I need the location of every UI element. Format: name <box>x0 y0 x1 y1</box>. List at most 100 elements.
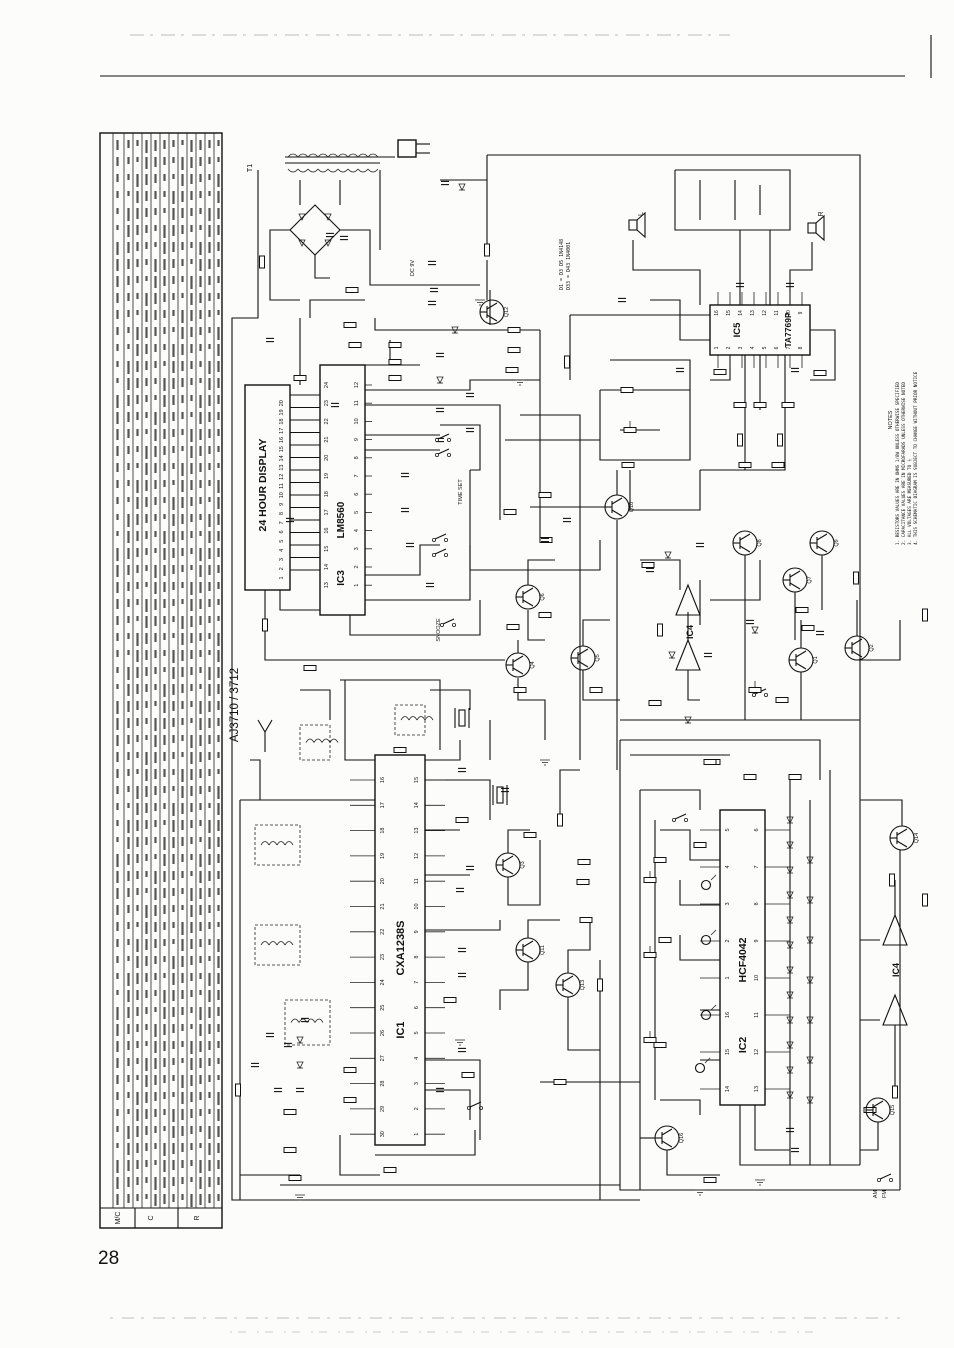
crystal-icon <box>458 709 466 727</box>
ic2-pin-number: 3 <box>725 902 731 905</box>
ic3-pin-number: 4 <box>354 529 360 532</box>
transistor-label: Q8 <box>757 539 763 546</box>
coil-winding <box>313 738 323 743</box>
ic1-pin-number: 29 <box>380 1106 386 1112</box>
ic1-pin-number: 20 <box>380 878 386 884</box>
diode-icon <box>786 991 794 999</box>
ic2-pin-number: 4 <box>725 865 731 868</box>
wire <box>660 1099 701 1115</box>
switch-contact <box>752 693 757 698</box>
resistor-icon <box>653 857 667 863</box>
coil-winding <box>314 1018 324 1023</box>
transistor-label: Q7 <box>807 576 813 583</box>
resistor-icon <box>813 370 827 376</box>
ic1-pin-number: 2 <box>414 1107 420 1110</box>
if-transformer-icon <box>299 724 331 761</box>
diode-icon <box>458 183 466 191</box>
diode-note-line-1: D1 = D3 D5 1N4148 <box>559 239 565 290</box>
ic2-package <box>719 809 766 1106</box>
transistor-emitter <box>789 582 801 590</box>
ic5-pin-number: 13 <box>750 310 756 316</box>
wire <box>507 840 541 906</box>
snooze-switch-label: SNOOZE <box>436 618 442 642</box>
transistor-collector <box>851 638 863 646</box>
ic2-pin-number: 16 <box>725 1012 731 1018</box>
resistor-icon <box>539 537 553 543</box>
transistor-collector <box>562 975 574 983</box>
coil-winding <box>260 941 270 946</box>
resistor-icon <box>737 433 743 447</box>
transformer-primary-coil <box>317 153 329 158</box>
diode-icon <box>664 551 672 559</box>
ic2-pin-number: 14 <box>725 1086 731 1092</box>
ic5-pin-number: 15 <box>726 310 732 316</box>
ic5-pin-number: 2 <box>726 346 732 349</box>
wire <box>425 1089 471 1120</box>
switch-contact <box>466 1106 471 1111</box>
diode-icon <box>806 1056 814 1064</box>
labels: AJ3710 / 3712 24 HOUR DISPLAY IC3 LM8560… <box>229 164 919 1198</box>
ic5-pin-number: 4 <box>750 346 756 349</box>
resistor-icon <box>733 402 747 408</box>
transistor-label: Q13 <box>580 980 586 990</box>
note-3: 3. ALL VOLTAGES ARE MEASURED TO ⏚ <box>907 458 913 545</box>
wire <box>527 919 560 938</box>
coil-winding <box>284 841 294 846</box>
wire <box>365 379 540 391</box>
diode-icon <box>786 841 794 849</box>
display-pin-number: 9 <box>279 503 285 506</box>
wire <box>250 759 261 800</box>
rectifier-diode-icon <box>298 213 306 221</box>
wire <box>349 600 481 636</box>
diode-icon <box>786 1016 794 1024</box>
ic2-pin-number: 15 <box>725 1049 731 1055</box>
display-pin-number: 15 <box>279 446 285 452</box>
wire <box>527 610 545 641</box>
ic3-pin-number: 17 <box>324 509 330 515</box>
parts-table-header-r: R <box>194 1215 201 1220</box>
resistor-icon <box>620 387 634 393</box>
wire <box>430 689 471 710</box>
ic5-pin-number: 10 <box>786 310 792 316</box>
time-set-switch-label: TIME SET <box>458 479 464 505</box>
display-pin-number: 11 <box>279 483 285 489</box>
resistor-icon <box>235 1083 241 1097</box>
ic1-pin-number: 4 <box>414 1057 420 1060</box>
note-2: 2. CAPACITANCE VALUES ARE IN MICROFARADS… <box>901 382 907 545</box>
ic5-pin-number: 6 <box>774 346 780 349</box>
wire <box>499 962 529 1010</box>
display-pin-number: 17 <box>279 428 285 434</box>
wire <box>365 404 501 520</box>
ic3-pin-number: 22 <box>324 418 330 424</box>
transistor-emitter <box>522 952 534 960</box>
resistor-icon <box>576 879 590 885</box>
resistor-icon <box>293 375 307 381</box>
ic1-pin-number: 1 <box>414 1133 420 1136</box>
coil-winding <box>329 738 339 743</box>
ic5-pin-number: 3 <box>738 346 744 349</box>
resistor-icon <box>703 759 717 765</box>
transistor-label: Q3 <box>520 861 526 868</box>
wire <box>650 299 710 341</box>
wire <box>567 997 600 1051</box>
transistor-collector <box>872 1100 884 1108</box>
transistor-emitter <box>512 667 524 675</box>
wire <box>710 560 761 601</box>
resistor-icon <box>771 462 785 468</box>
ic3-pin-number: 10 <box>354 418 360 424</box>
transistor-emitter <box>739 545 751 553</box>
speaker-icon <box>807 222 817 234</box>
if-transformer-icon <box>254 924 301 966</box>
wire <box>425 740 461 761</box>
ic1-pin-number: 8 <box>414 956 420 959</box>
transistor-collector <box>789 570 801 578</box>
diode-icon <box>786 1041 794 1049</box>
coil-winding <box>400 716 410 721</box>
ic2-pin-number: 6 <box>754 828 760 831</box>
transistor-emitter <box>577 660 589 668</box>
ground-icon <box>540 759 550 766</box>
display-pin-number: 5 <box>279 540 285 543</box>
transistor-label: Q5 <box>595 654 601 661</box>
diode-icon <box>806 1016 814 1024</box>
ic1-pin-number: 24 <box>380 979 386 985</box>
